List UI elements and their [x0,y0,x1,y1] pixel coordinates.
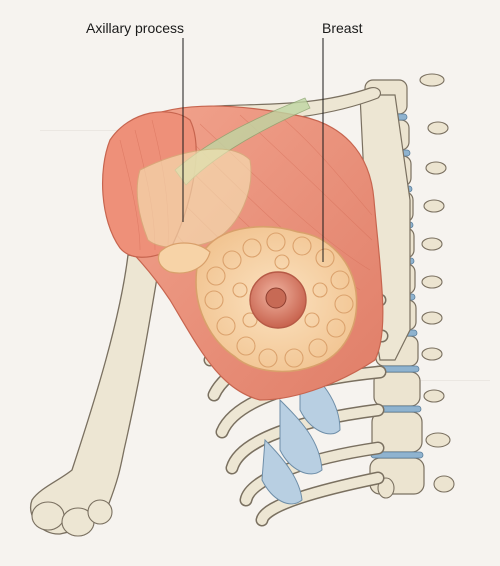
humerus-condyles [31,499,113,537]
nipple [265,287,287,309]
label-axillary-process: Axillary process [86,20,185,36]
humerus [30,254,161,535]
spinous-processes [377,73,455,499]
costal-cartilage [261,358,341,505]
background-ghost [40,130,490,381]
breast-lobules [204,232,354,368]
label-breast: Breast [322,20,363,36]
axillary-tail [157,242,211,274]
